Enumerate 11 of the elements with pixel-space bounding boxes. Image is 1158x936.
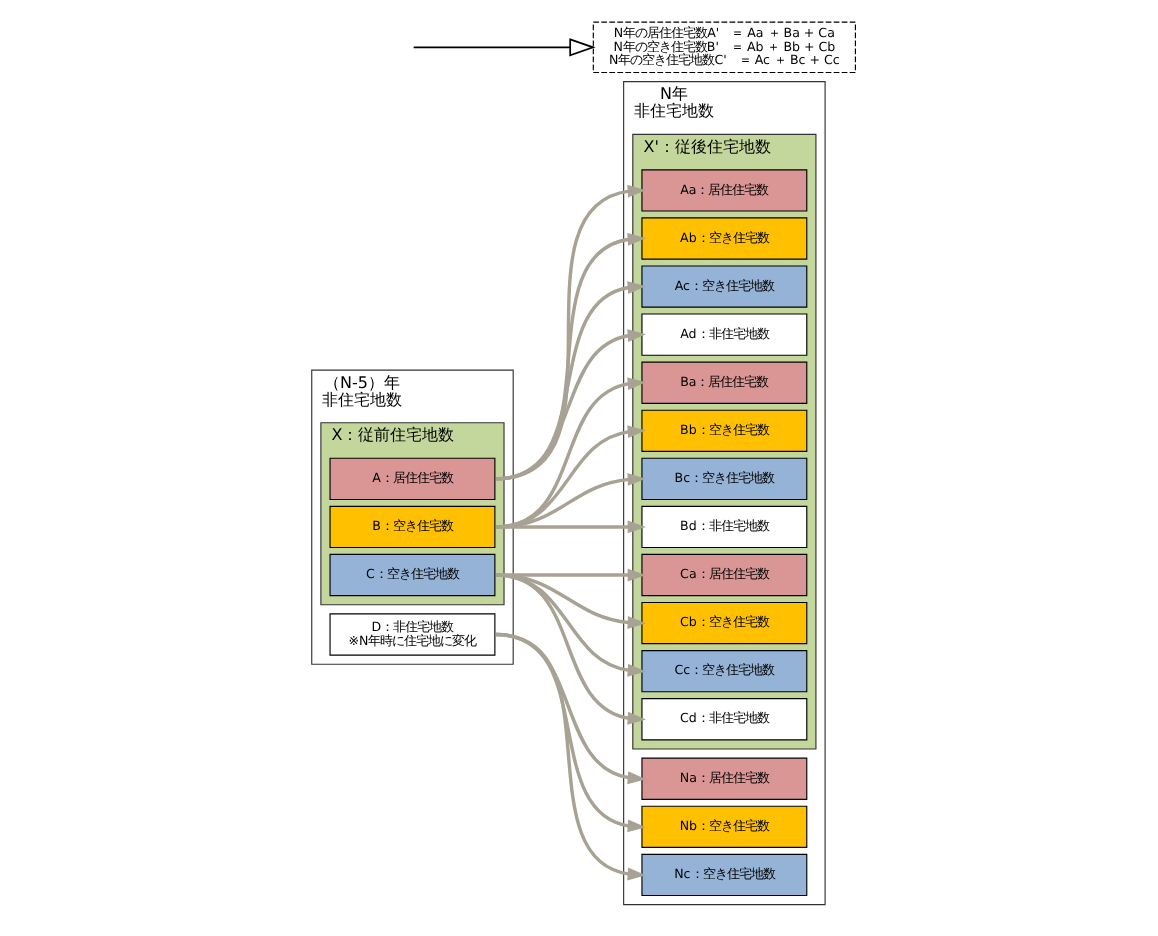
arrow bbox=[495, 184, 646, 481]
arrow bbox=[495, 329, 646, 481]
arrow bbox=[495, 281, 646, 481]
arrow bbox=[412, 38, 596, 57]
arrow bbox=[495, 473, 646, 529]
arrow bbox=[496, 520, 646, 534]
arrow bbox=[495, 232, 646, 481]
arrow bbox=[495, 632, 646, 833]
arrow bbox=[495, 425, 646, 529]
arrow bbox=[495, 377, 646, 529]
arrow bbox=[495, 632, 646, 881]
